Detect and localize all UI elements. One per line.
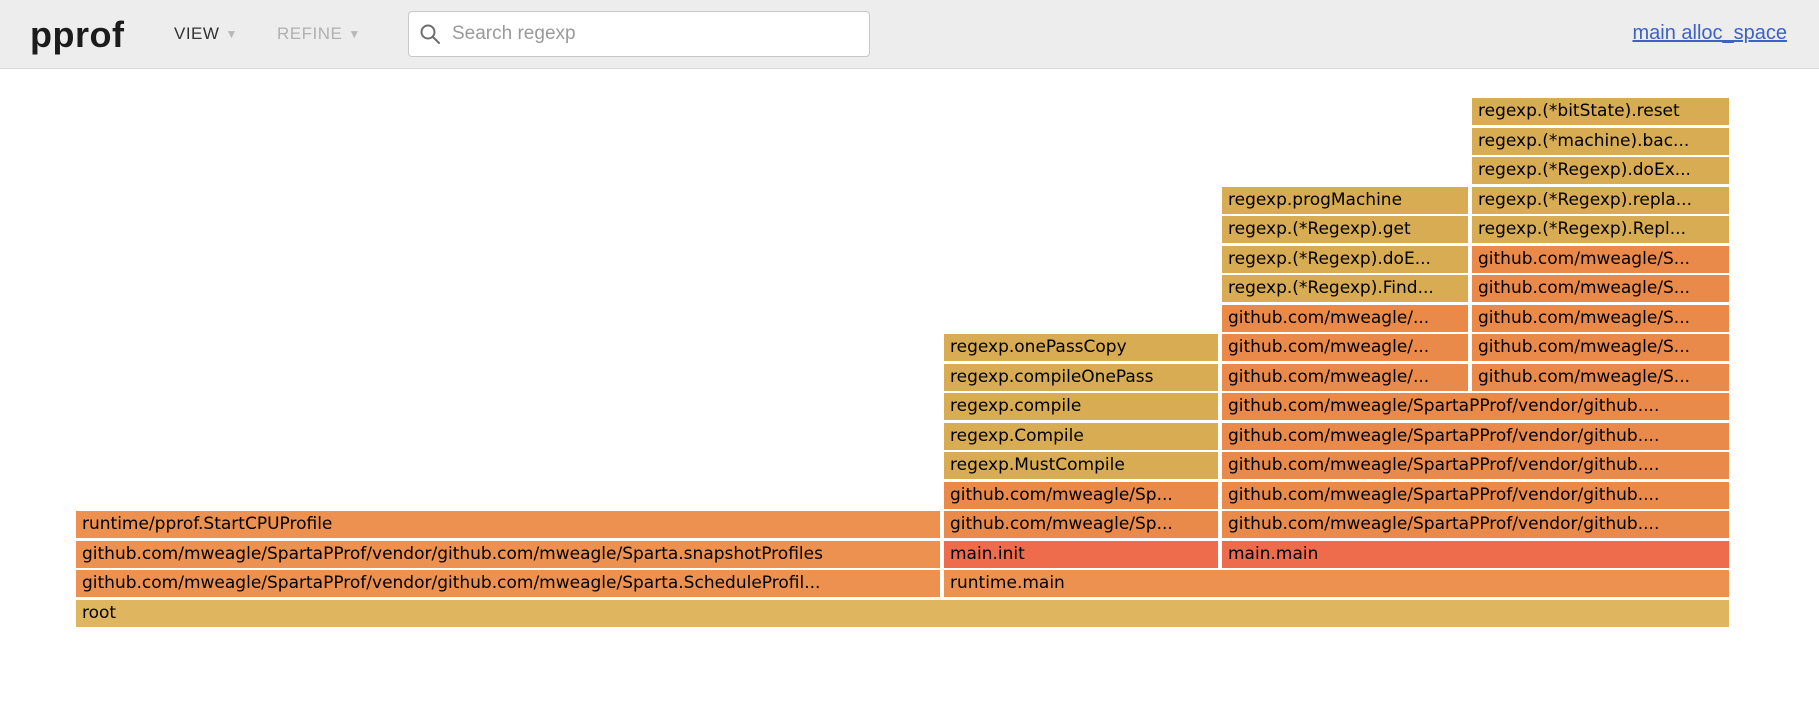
flame-box[interactable]: github.com/mweagle/SpartaPProf/vendor/gi…: [76, 541, 940, 568]
flame-box[interactable]: github.com/mweagle/SpartaPProf/vendor/gi…: [1222, 511, 1729, 538]
chevron-down-icon: ▼: [225, 27, 238, 41]
flame-box[interactable]: github.com/mweagle/...: [1222, 305, 1468, 332]
flame-box[interactable]: regexp.(*bitState).reset: [1472, 98, 1729, 125]
chevron-down-icon: ▼: [348, 27, 361, 41]
flame-box[interactable]: github.com/mweagle/SpartaPProf/vendor/gi…: [1222, 423, 1729, 450]
flame-box[interactable]: root: [76, 600, 1729, 627]
app-logo: pprof: [30, 14, 125, 55]
flame-box[interactable]: github.com/mweagle/S...: [1472, 246, 1729, 273]
flame-box[interactable]: regexp.(*Regexp).Repl...: [1472, 216, 1729, 243]
flame-box[interactable]: regexp.(*Regexp).doEx...: [1472, 157, 1729, 184]
flame-box[interactable]: github.com/mweagle/SpartaPProf/vendor/gi…: [1222, 482, 1729, 509]
flame-box[interactable]: regexp.MustCompile: [944, 452, 1218, 479]
flame-box[interactable]: regexp.onePassCopy: [944, 334, 1218, 361]
search-box: [408, 11, 870, 57]
flame-box[interactable]: main.init: [944, 541, 1218, 568]
view-menu-label: VIEW: [174, 24, 220, 43]
flame-box[interactable]: regexp.(*Regexp).get: [1222, 216, 1468, 243]
flame-box[interactable]: regexp.Compile: [944, 423, 1218, 450]
search-input[interactable]: [450, 22, 859, 46]
flame-box[interactable]: github.com/mweagle/SpartaPProf/vendor/gi…: [1222, 393, 1729, 420]
flame-box[interactable]: github.com/mweagle/Sp...: [944, 511, 1218, 538]
flame-box[interactable]: github.com/mweagle/S...: [1472, 305, 1729, 332]
flame-box[interactable]: github.com/mweagle/S...: [1472, 334, 1729, 361]
flame-box[interactable]: github.com/mweagle/S...: [1472, 364, 1729, 391]
flame-box[interactable]: github.com/mweagle/SpartaPProf/vendor/gi…: [76, 570, 940, 597]
flame-box[interactable]: regexp.compile: [944, 393, 1218, 420]
flame-box[interactable]: runtime.main: [944, 570, 1729, 597]
refine-menu[interactable]: REFINE ▼: [277, 24, 361, 44]
search-icon: [420, 24, 440, 44]
flame-box[interactable]: regexp.(*Regexp).doE...: [1222, 246, 1468, 273]
flame-box[interactable]: regexp.(*Regexp).Find...: [1222, 275, 1468, 302]
flame-box[interactable]: regexp.compileOnePass: [944, 364, 1218, 391]
flame-box[interactable]: github.com/mweagle/S...: [1472, 275, 1729, 302]
flame-box[interactable]: github.com/mweagle/Sp...: [944, 482, 1218, 509]
flame-box[interactable]: regexp.(*Regexp).repla...: [1472, 187, 1729, 214]
flame-box[interactable]: runtime/pprof.StartCPUProfile: [76, 511, 940, 538]
profile-link[interactable]: main alloc_space: [1632, 22, 1787, 44]
refine-menu-label: REFINE: [277, 24, 343, 43]
flame-box[interactable]: regexp.progMachine: [1222, 187, 1468, 214]
view-menu[interactable]: VIEW ▼: [174, 24, 238, 44]
flame-box[interactable]: github.com/mweagle/...: [1222, 334, 1468, 361]
flame-box[interactable]: github.com/mweagle/...: [1222, 364, 1468, 391]
flame-box[interactable]: regexp.(*machine).bac...: [1472, 128, 1729, 155]
flame-box[interactable]: main.main: [1222, 541, 1729, 568]
header: pprof VIEW ▼ REFINE ▼ main alloc_space: [0, 0, 1819, 69]
flame-box[interactable]: github.com/mweagle/SpartaPProf/vendor/gi…: [1222, 452, 1729, 479]
